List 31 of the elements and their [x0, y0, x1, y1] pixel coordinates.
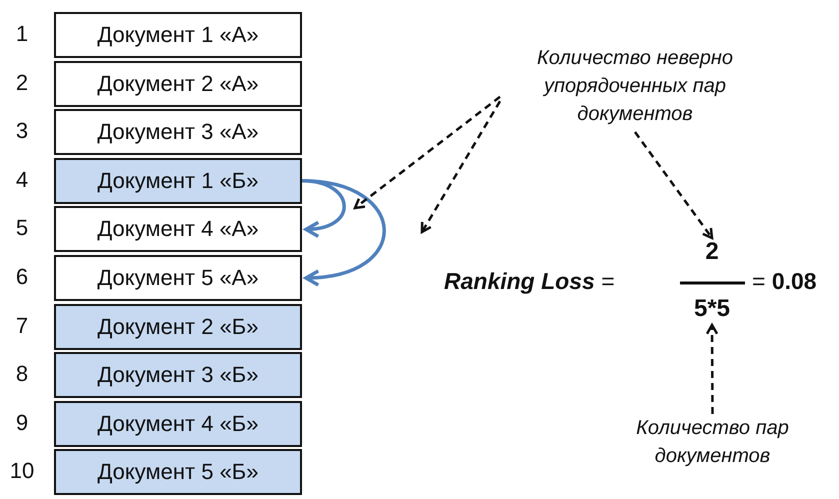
document-row: Документ 1 «Б» [54, 158, 302, 204]
rank-number: 8 [14, 361, 30, 388]
numerator: 2 [690, 238, 734, 268]
rank-number: 7 [14, 312, 30, 339]
document-row: Документ 5 «А» [54, 255, 302, 301]
document-row: Документ 3 «Б» [54, 352, 302, 398]
formula-result: = 0.08 [752, 268, 817, 295]
denominator: 5*5 [678, 295, 746, 325]
leader-arrow [354, 96, 501, 210]
document-row: Документ 3 «А» [54, 109, 302, 156]
document-row: Документ 5 «Б» [54, 449, 302, 496]
rank-number: 5 [14, 215, 30, 242]
leader-arrow [706, 324, 718, 414]
rank-number: 1 [14, 21, 30, 47]
document-row: Документ 2 «Б» [54, 304, 302, 350]
annotation-text: Количество неверно упорядоченных пар документов [500, 44, 770, 132]
rank-number: 9 [14, 410, 30, 436]
leader-arrow [420, 100, 502, 234]
rank-number: 2 [14, 70, 30, 96]
rank-number: 6 [14, 264, 30, 290]
annotation-text: Количество пар документов [630, 414, 795, 472]
rank-number: 10 [8, 458, 36, 484]
document-row: Документ 4 «А» [54, 206, 302, 252]
document-row: Документ 2 «А» [54, 60, 302, 107]
rank-number: 3 [14, 118, 30, 144]
document-row: Документ 1 «А» [54, 12, 302, 58]
formula-label: Ranking Loss = [444, 268, 615, 295]
leader-arrow [634, 131, 714, 240]
rank-number: 4 [14, 166, 30, 193]
curved-arrow [302, 179, 386, 286]
document-row: Документ 4 «Б» [54, 400, 302, 447]
